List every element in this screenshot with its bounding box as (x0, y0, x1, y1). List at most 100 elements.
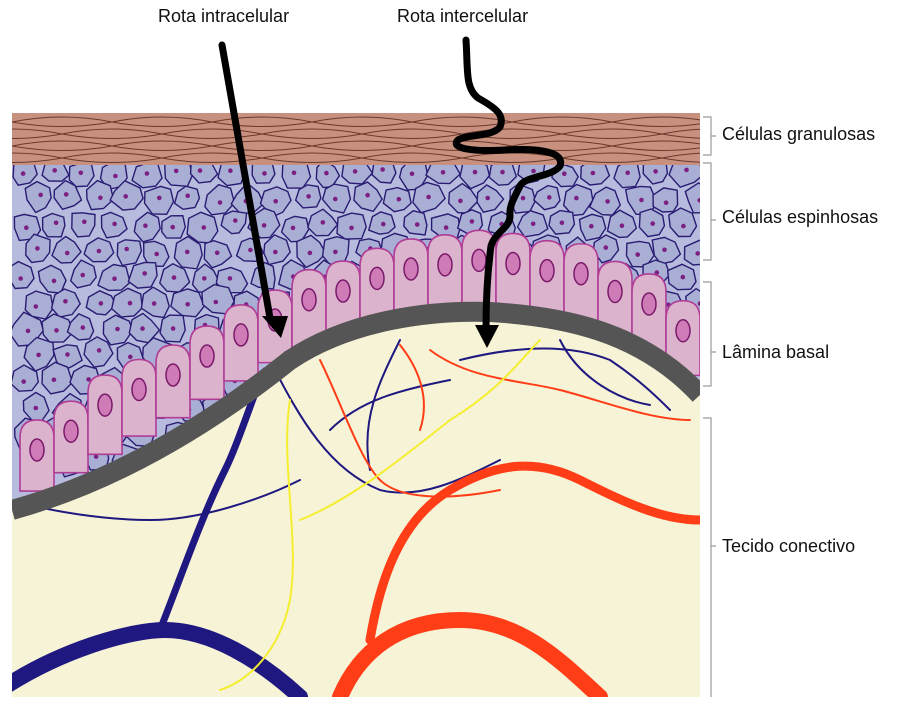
spinous-nucleus (353, 169, 358, 174)
spinous-nucleus (113, 174, 118, 179)
spinous-nucleus (444, 225, 449, 230)
spinous-nucleus (202, 276, 207, 281)
spinous-nucleus (154, 252, 159, 257)
basal-nucleus (234, 324, 248, 346)
basal-nucleus (676, 320, 690, 342)
spinous-cells-label: Células espinhosas (722, 207, 878, 228)
spinous-nucleus (560, 221, 565, 226)
spinous-nucleus (681, 224, 686, 229)
basal-nucleus (642, 293, 656, 315)
spinous-nucleus (65, 251, 70, 256)
basal-nucleus (608, 280, 622, 302)
spinous-nucleus (291, 226, 296, 231)
spinous-nucleus (54, 328, 59, 333)
spinous-nucleus (625, 171, 630, 176)
spinous-nucleus (115, 327, 120, 332)
connective-tissue-label: Tecido conectivo (722, 536, 855, 557)
basal-nucleus (336, 280, 350, 302)
spinous-nucleus (684, 168, 689, 173)
spinous-nucleus (80, 273, 85, 278)
spinous-nucleus (97, 249, 102, 254)
bracket-granular (703, 117, 716, 155)
spinous-nucleus (157, 196, 162, 201)
spinous-nucleus (63, 299, 68, 304)
spinous-nucleus (470, 219, 475, 224)
spinous-nucleus (215, 251, 220, 256)
spinous-nucleus (410, 172, 415, 177)
bracket-basal (703, 282, 716, 386)
spinous-nucleus (21, 171, 26, 176)
spinous-nucleus (79, 171, 84, 176)
spinous-nucleus (142, 271, 147, 276)
spinous-nucleus (635, 252, 640, 257)
spinous-nucleus (662, 248, 667, 253)
spinous-nucleus (140, 326, 145, 331)
spinous-nucleus (292, 171, 297, 176)
spinous-nucleus (172, 275, 177, 280)
spinous-nucleus (500, 170, 505, 175)
spinous-nucleus (228, 168, 233, 173)
basal-nucleus (370, 267, 384, 289)
spinous-nucleus (574, 196, 579, 201)
bracket-spinous (703, 163, 716, 260)
spinous-nucleus (64, 192, 69, 197)
intercellular-route-label: Rota intercelular (397, 6, 528, 27)
spinous-nucleus (34, 304, 39, 309)
spinous-nucleus (381, 222, 386, 227)
spinous-nucleus (171, 326, 176, 331)
spinous-nucleus (547, 195, 552, 200)
spinous-nucleus (620, 223, 625, 228)
spinous-nucleus (81, 325, 86, 330)
spinous-nucleus (650, 221, 655, 226)
spinous-nucleus (664, 200, 669, 205)
spinous-nucleus (124, 247, 129, 252)
spinous-nucleus (98, 196, 103, 201)
spinous-nucleus (128, 355, 133, 360)
spinous-nucleus (152, 301, 157, 306)
basal-nucleus (166, 364, 180, 386)
spinous-nucleus (485, 196, 490, 201)
basal-nucleus (200, 345, 214, 367)
granular-cells-label: Células granulosas (722, 124, 875, 145)
spinous-nucleus (228, 276, 233, 281)
spinous-nucleus (34, 406, 39, 411)
basal-nucleus (438, 254, 452, 276)
spinous-nucleus (145, 171, 150, 176)
spinous-cell (145, 186, 174, 214)
spinous-nucleus (349, 226, 354, 231)
spinous-nucleus (562, 171, 567, 176)
spinous-nucleus (218, 200, 223, 205)
spinous-nucleus (185, 302, 190, 307)
spinous-nucleus (52, 279, 57, 284)
basal-nucleus (506, 252, 520, 274)
spinous-nucleus (321, 220, 326, 225)
spinous-nucleus (52, 168, 57, 173)
spinous-nucleus (24, 225, 29, 230)
layer-brackets (703, 117, 716, 697)
basal-nucleus (540, 260, 554, 282)
spinous-nucleus (697, 198, 702, 203)
spinous-nucleus (397, 197, 402, 202)
spinous-nucleus (639, 198, 644, 203)
spinous-nucleus (324, 171, 329, 176)
spinous-nucleus (273, 199, 278, 204)
spinous-nucleus (198, 168, 203, 173)
spinous-nucleus (54, 221, 59, 226)
basal-nucleus (472, 249, 486, 271)
spinous-nucleus (82, 220, 87, 225)
basal-nucleus (404, 258, 418, 280)
bracket-connective (703, 418, 716, 697)
spinous-nucleus (35, 246, 40, 251)
spinous-nucleus (273, 250, 278, 255)
basal-nucleus (574, 263, 588, 285)
spinous-nucleus (99, 301, 104, 306)
spinous-cell (43, 214, 65, 237)
spinous-nucleus (591, 171, 596, 176)
spinous-nucleus (473, 170, 478, 175)
spinous-nucleus (333, 197, 338, 202)
basal-nucleus (98, 394, 112, 416)
spinous-nucleus (21, 379, 26, 384)
spinous-nucleus (605, 199, 610, 204)
spinous-nucleus (214, 300, 219, 305)
